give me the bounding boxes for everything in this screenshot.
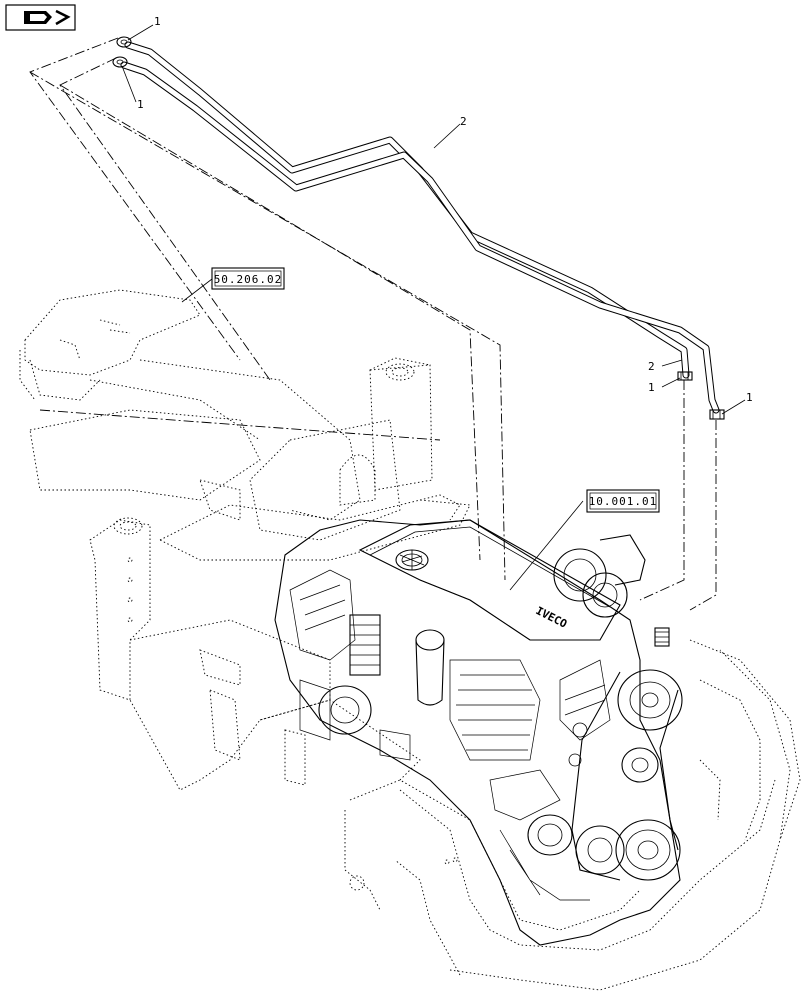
callout-hose-2: 2: [433, 115, 467, 149]
svg-text:2: 2: [648, 360, 655, 373]
svg-text:1: 1: [154, 15, 161, 28]
ref-engine-label: 10.001.01: [589, 495, 658, 508]
svg-text:2: 2: [460, 115, 467, 128]
ref-box-engine[interactable]: 10.001.01: [509, 489, 660, 591]
svg-text:1: 1: [648, 381, 655, 394]
hose-clamp-top-a: [116, 36, 132, 48]
engine-assembly: IVECO: [274, 519, 683, 946]
chassis-frame: [19, 289, 801, 991]
svg-text:1: 1: [137, 98, 144, 111]
callout-hose-end-2: 2: [648, 359, 683, 373]
hose-clamp-mid: [677, 371, 693, 381]
heater-hose-assembly: [120, 41, 720, 414]
engine-brand-lettering: IVECO: [534, 604, 570, 631]
callout-clamp-right-1: 1: [721, 391, 753, 415]
callout-clamp-top-1: 1: [127, 15, 161, 41]
ref-frame-label: 50.206.02: [214, 273, 283, 286]
ref-box-frame[interactable]: 50.206.02: [181, 267, 285, 303]
nav-arrow-icon[interactable]: [5, 4, 76, 31]
callout-clamp-mid-1: 1: [648, 377, 681, 394]
callout-clamp-top-2: 1: [121, 65, 144, 111]
routing-lines: [29, 37, 717, 611]
svg-text:1: 1: [746, 391, 753, 404]
hose-clamp-right: [709, 409, 725, 420]
hose-clamp-top-b: [112, 56, 128, 68]
